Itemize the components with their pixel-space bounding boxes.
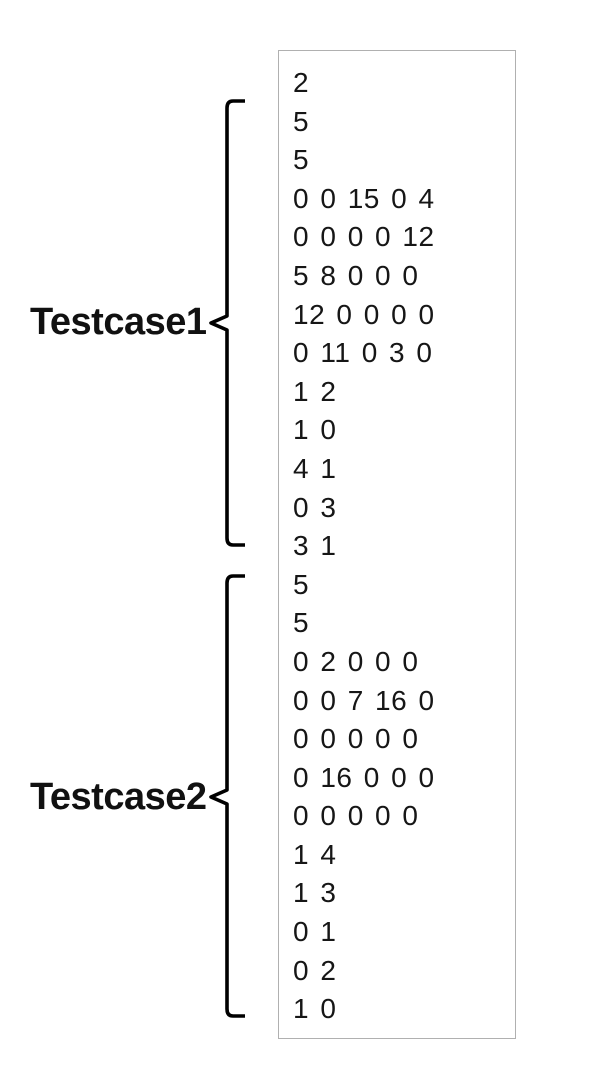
input-line: 0 0 7 16 0 [293, 684, 435, 716]
input-line: 0 0 0 0 12 [293, 221, 435, 253]
input-line: 1 0 [293, 993, 337, 1025]
testcase2-bracket-icon [209, 574, 245, 1018]
input-line: 0 0 0 0 0 [293, 800, 419, 832]
input-line: 0 0 0 0 0 [293, 723, 419, 755]
testcase1-bracket-icon [209, 99, 245, 547]
input-line: 1 4 [293, 838, 337, 870]
input-line: 5 [293, 607, 310, 639]
input-line: 0 16 0 0 0 [293, 761, 435, 793]
input-line: 0 11 0 3 0 [293, 337, 433, 369]
input-lines: 2 5 5 0 0 15 0 4 0 0 0 0 12 5 8 0 0 0 12 0 0 0… [279, 51, 515, 1029]
input-line: 0 1 [293, 916, 337, 948]
input-line: 5 [293, 144, 310, 176]
input-line: 5 [293, 105, 310, 137]
testcase2-label: Testcase2 [30, 776, 207, 818]
input-line: 3 1 [293, 530, 337, 562]
input-line: 0 3 [293, 491, 337, 523]
input-line: 1 2 [293, 375, 337, 407]
input-line: 5 8 0 0 0 [293, 259, 419, 291]
input-line: 1 0 [293, 414, 337, 446]
input-line: 4 1 [293, 452, 337, 484]
input-line: 2 [293, 67, 310, 98]
testcase1-label: Testcase1 [30, 301, 207, 343]
input-box: 2 5 5 0 0 15 0 4 0 0 0 0 12 5 8 0 0 0 12 0 0 0… [278, 50, 516, 1039]
input-line: 0 2 [293, 954, 337, 986]
input-line: 0 2 0 0 0 [293, 645, 419, 677]
input-line: 0 0 15 0 4 [293, 182, 435, 214]
input-line: 5 [293, 568, 310, 600]
input-line: 1 3 [293, 877, 337, 909]
input-line: 12 0 0 0 0 [293, 298, 435, 330]
